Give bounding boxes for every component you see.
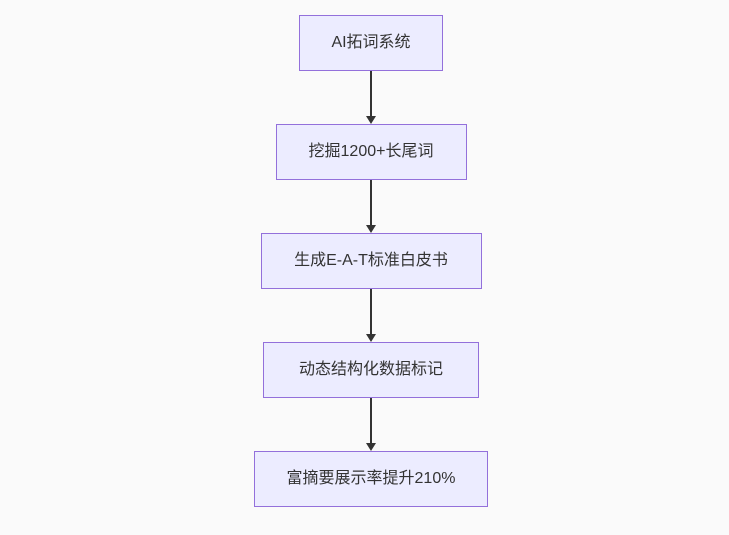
flow-node-label: 动态结构化数据标记 — [298, 361, 443, 378]
flow-node-label: 生成E-A-T标准白皮书 — [294, 252, 448, 269]
flow-node-rich-snippet-result: 富摘要展示率提升210% — [254, 451, 488, 507]
flowchart-canvas: AI拓词系统 挖掘1200+长尾词 生成E-A-T标准白皮书 动态结构化数据标记… — [254, 15, 488, 507]
arrow-shaft — [370, 398, 372, 444]
arrow-down-4 — [365, 398, 377, 451]
flow-node-structured-data: 动态结构化数据标记 — [263, 342, 479, 398]
arrowhead-icon — [366, 334, 376, 342]
arrowhead-icon — [366, 116, 376, 124]
flow-node-label: 富摘要展示率提升210% — [286, 470, 456, 487]
flow-node-ai-word-system: AI拓词系统 — [299, 15, 443, 71]
arrow-shaft — [370, 180, 372, 226]
flow-node-label: AI拓词系统 — [331, 34, 411, 51]
arrow-down-3 — [365, 289, 377, 342]
arrowhead-icon — [366, 443, 376, 451]
arrow-shaft — [370, 289, 372, 335]
arrowhead-icon — [366, 225, 376, 233]
arrow-down-1 — [365, 71, 377, 124]
flow-node-label: 挖掘1200+长尾词 — [308, 143, 434, 160]
arrow-shaft — [370, 71, 372, 117]
flow-node-longtail-mining: 挖掘1200+长尾词 — [275, 124, 467, 180]
flow-node-eat-whitepaper: 生成E-A-T标准白皮书 — [260, 233, 482, 289]
arrow-down-2 — [365, 180, 377, 233]
